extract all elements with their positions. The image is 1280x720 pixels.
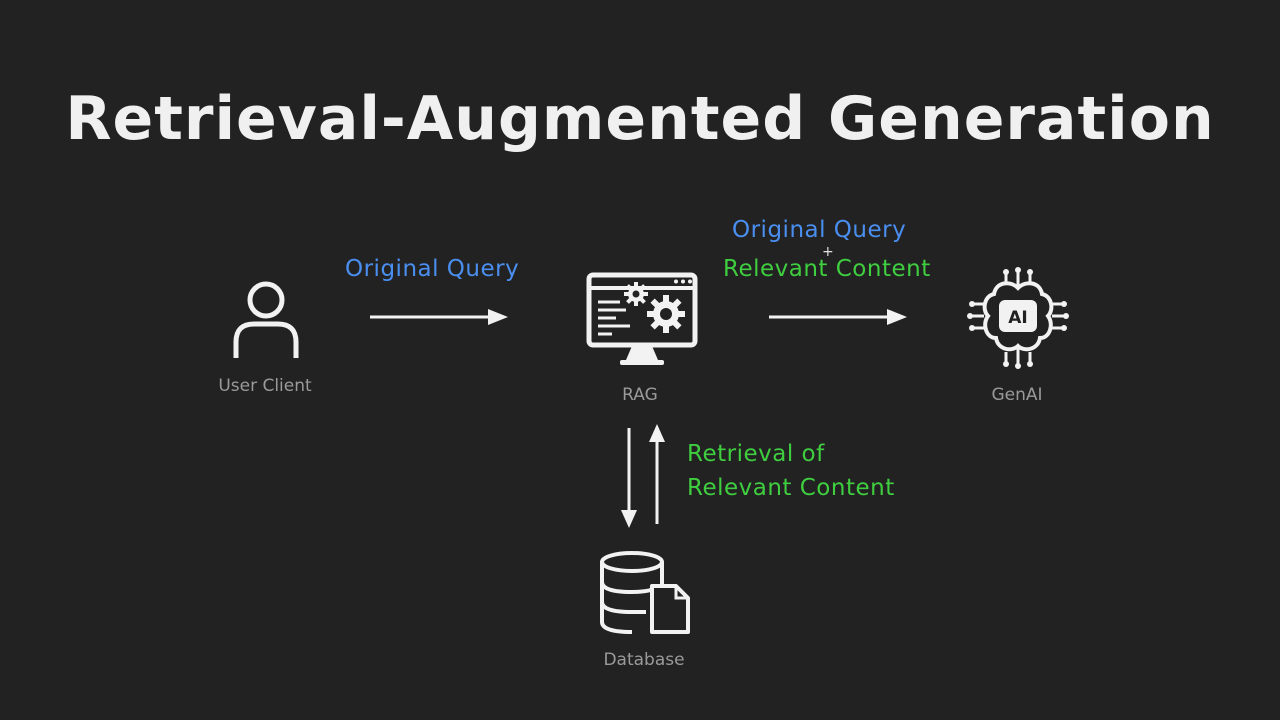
retrieval-label-line2: Relevant Content: [687, 475, 895, 501]
rag-to-genai-label-content: Relevant Content: [723, 256, 931, 282]
rag-to-genai-label-query: Original Query: [732, 217, 907, 243]
database-to-rag-arrow: [649, 424, 665, 524]
user-to-rag-arrow: [370, 309, 508, 325]
retrieval-label-line1: Retrieval of: [687, 441, 825, 467]
plus-sign: +: [822, 244, 834, 260]
user-icon: [233, 281, 299, 358]
user-client-label: User Client: [218, 376, 312, 396]
rag-to-genai-arrow: [769, 309, 907, 325]
user-to-rag-label: Original Query: [345, 256, 520, 282]
rag-to-database-arrow: [621, 428, 637, 528]
database-document-icon: [600, 551, 690, 634]
ai-chip-text: AI: [1008, 308, 1027, 328]
rag-label: RAG: [622, 385, 658, 405]
monitor-gears-icon: [586, 272, 698, 365]
ai-brain-chip-icon: AI: [967, 267, 1069, 369]
genai-label: GenAI: [991, 385, 1043, 405]
diagram-title: Retrieval-Augmented Generation: [65, 84, 1215, 154]
database-label: Database: [603, 650, 685, 670]
